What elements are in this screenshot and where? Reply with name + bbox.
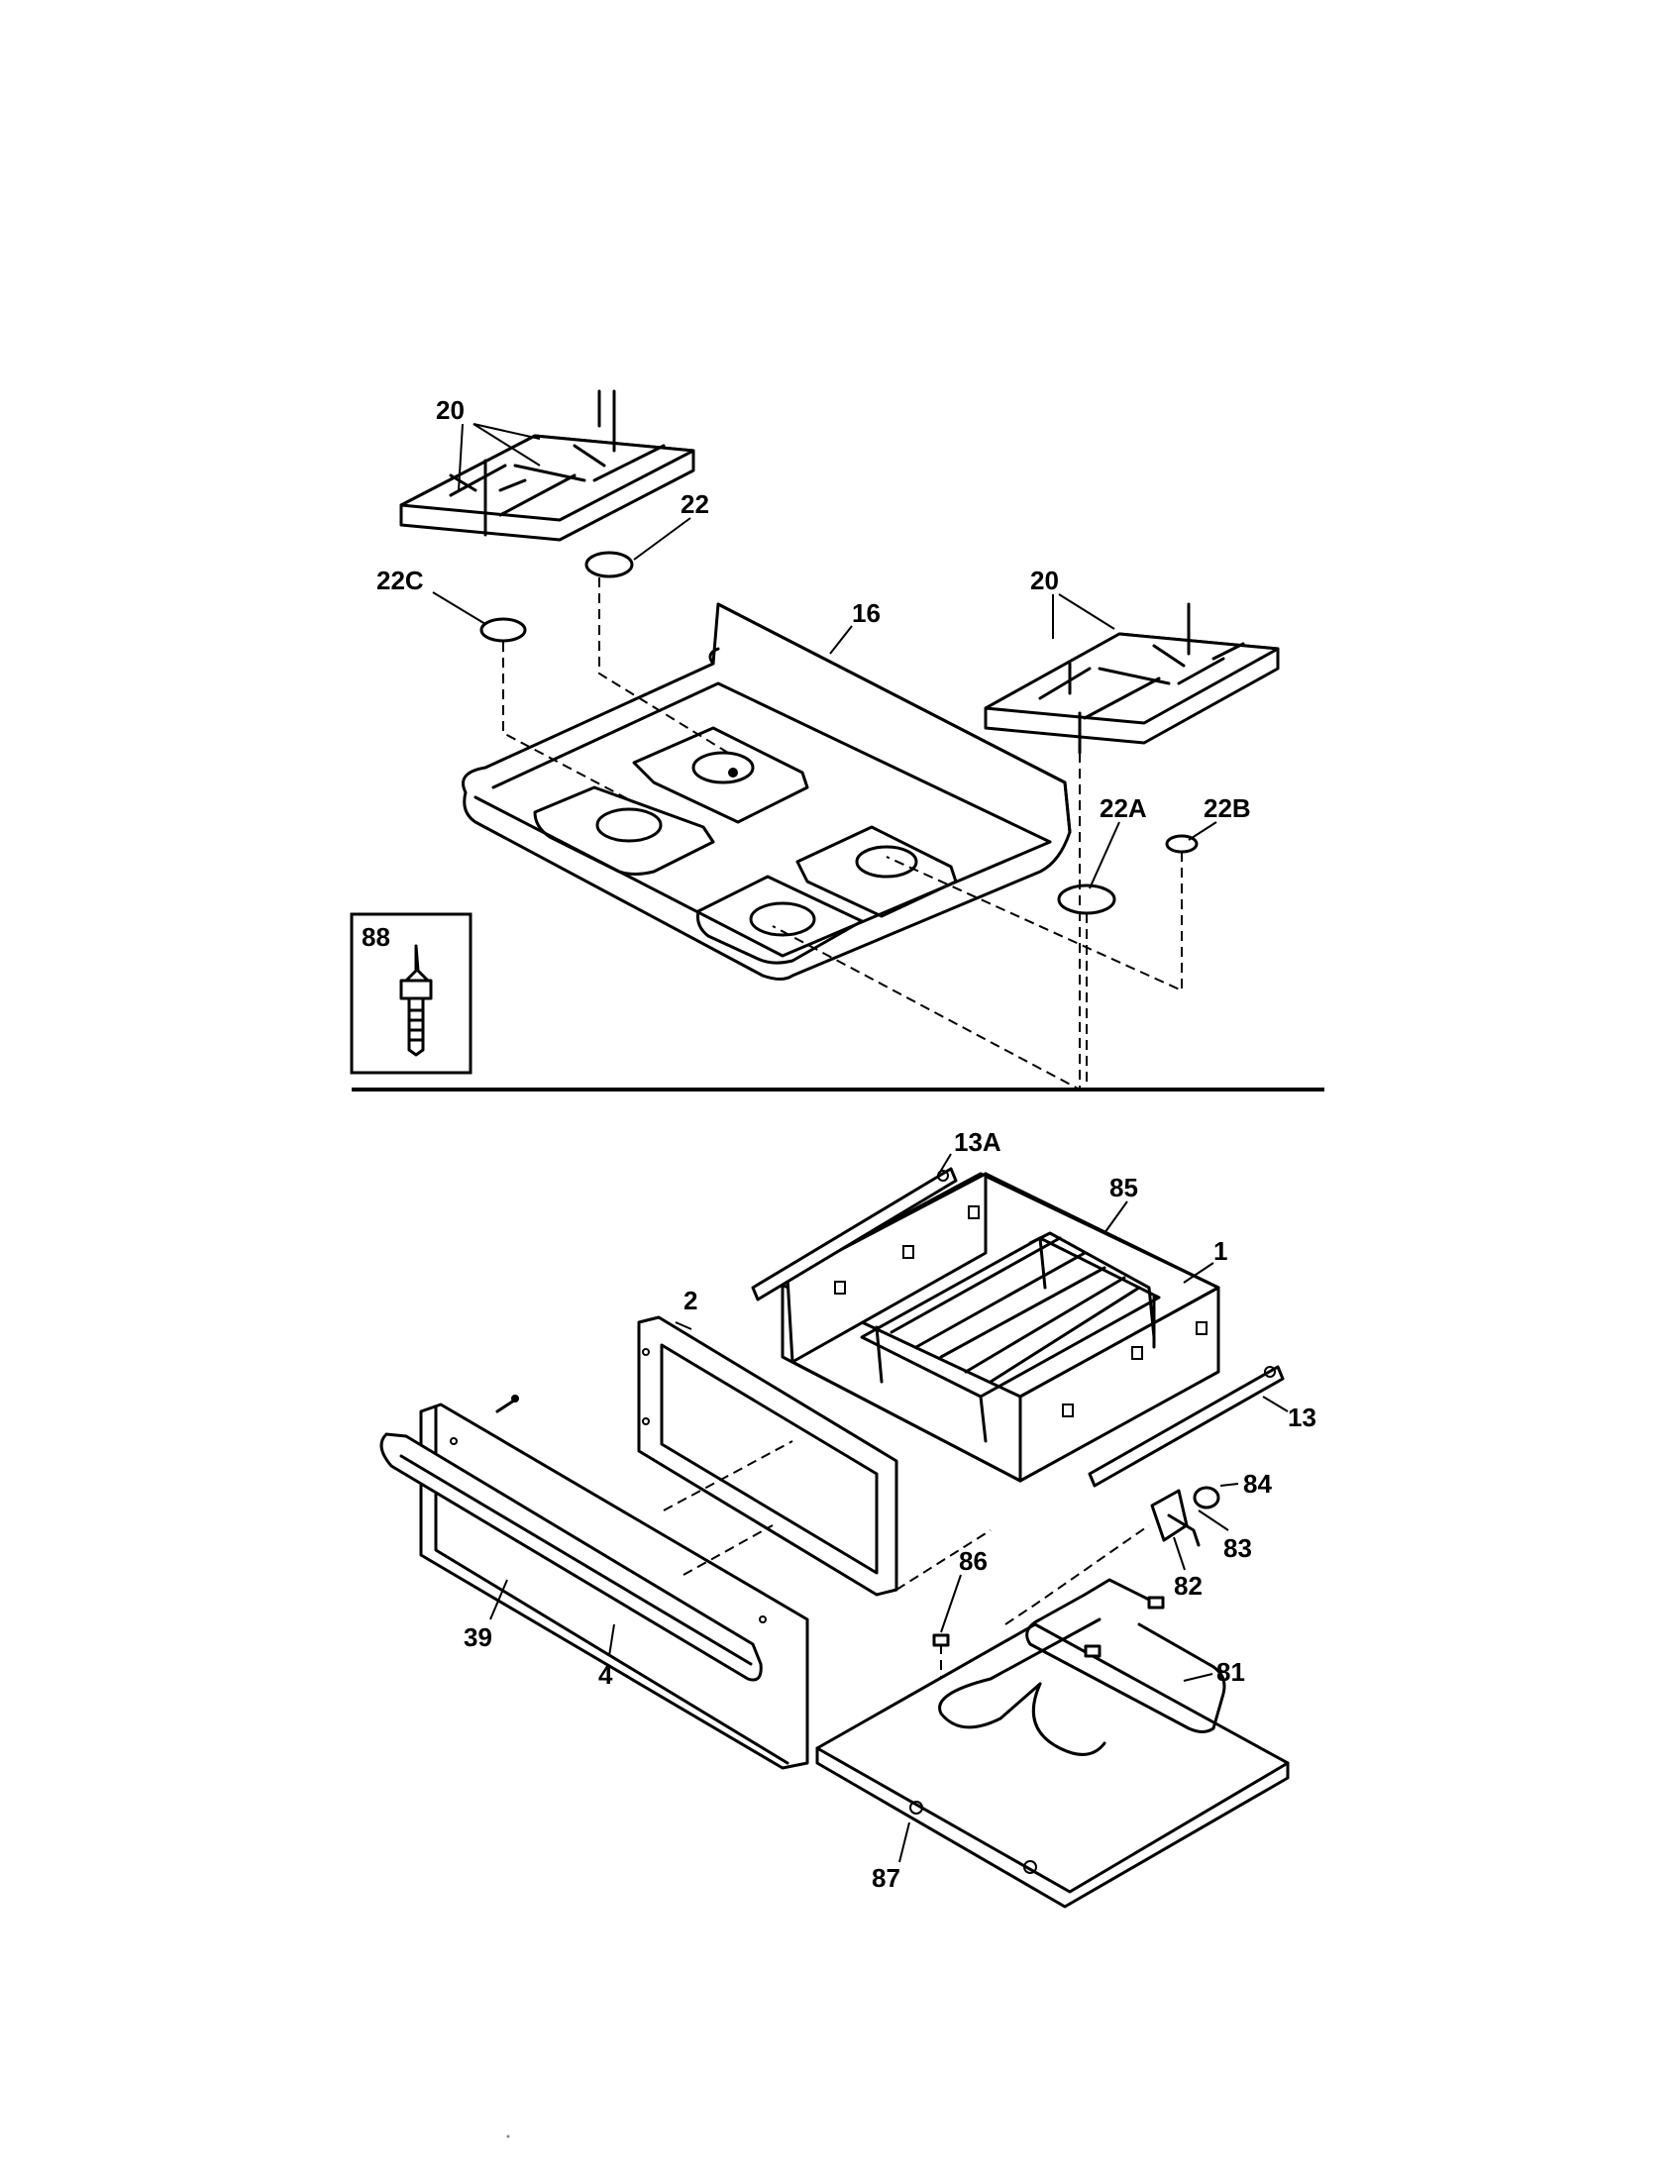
label-22c: 22C bbox=[376, 566, 424, 595]
leader-lines bbox=[432, 423, 1289, 1863]
label-1: 1 bbox=[1213, 1236, 1227, 1266]
parts-cluster bbox=[932, 1486, 1220, 1658]
burner-cap-22 bbox=[584, 551, 634, 578]
label-13a: 13A bbox=[954, 1127, 1001, 1157]
label-81: 81 bbox=[1216, 1657, 1245, 1687]
label-85: 85 bbox=[1109, 1173, 1138, 1202]
drawer-handle bbox=[379, 1432, 763, 1682]
burner-cap-22c bbox=[479, 617, 527, 643]
label-88: 88 bbox=[362, 922, 390, 952]
inset-88-box bbox=[350, 912, 472, 1075]
label-2: 2 bbox=[683, 1286, 697, 1315]
label-84: 84 bbox=[1243, 1469, 1272, 1499]
label-16: 16 bbox=[852, 598, 881, 628]
stray-mark bbox=[506, 2134, 510, 2138]
label-82: 82 bbox=[1174, 1571, 1203, 1601]
label-87: 87 bbox=[872, 1863, 900, 1893]
label-20-right: 20 bbox=[1030, 566, 1059, 595]
drawer-slide-13a bbox=[751, 1167, 958, 1301]
burner-cap-22a bbox=[1057, 884, 1116, 915]
part-labels: 20 22 22C 16 20 22A 22B 88 13A 85 1 2 13… bbox=[362, 395, 1316, 1893]
bake-element bbox=[938, 1578, 1226, 1756]
label-20-left: 20 bbox=[436, 395, 465, 425]
label-22a: 22A bbox=[1100, 793, 1147, 823]
label-22: 22 bbox=[681, 489, 709, 519]
label-4: 4 bbox=[598, 1660, 613, 1690]
burner-grate-right bbox=[984, 602, 1280, 755]
cooktop-main-top bbox=[462, 602, 1072, 981]
label-13: 13 bbox=[1288, 1403, 1316, 1432]
drawer-body bbox=[776, 1172, 1220, 1483]
label-86: 86 bbox=[959, 1546, 988, 1576]
screw-icon bbox=[495, 1395, 519, 1413]
label-39: 39 bbox=[464, 1622, 492, 1652]
burner-grate-left bbox=[399, 389, 695, 542]
broil-rack bbox=[860, 1231, 1161, 1443]
label-22b: 22B bbox=[1204, 793, 1251, 823]
label-83: 83 bbox=[1223, 1533, 1252, 1563]
drawer-bottom-panel bbox=[815, 1622, 1290, 1909]
drawer-slide-13 bbox=[1088, 1365, 1285, 1488]
